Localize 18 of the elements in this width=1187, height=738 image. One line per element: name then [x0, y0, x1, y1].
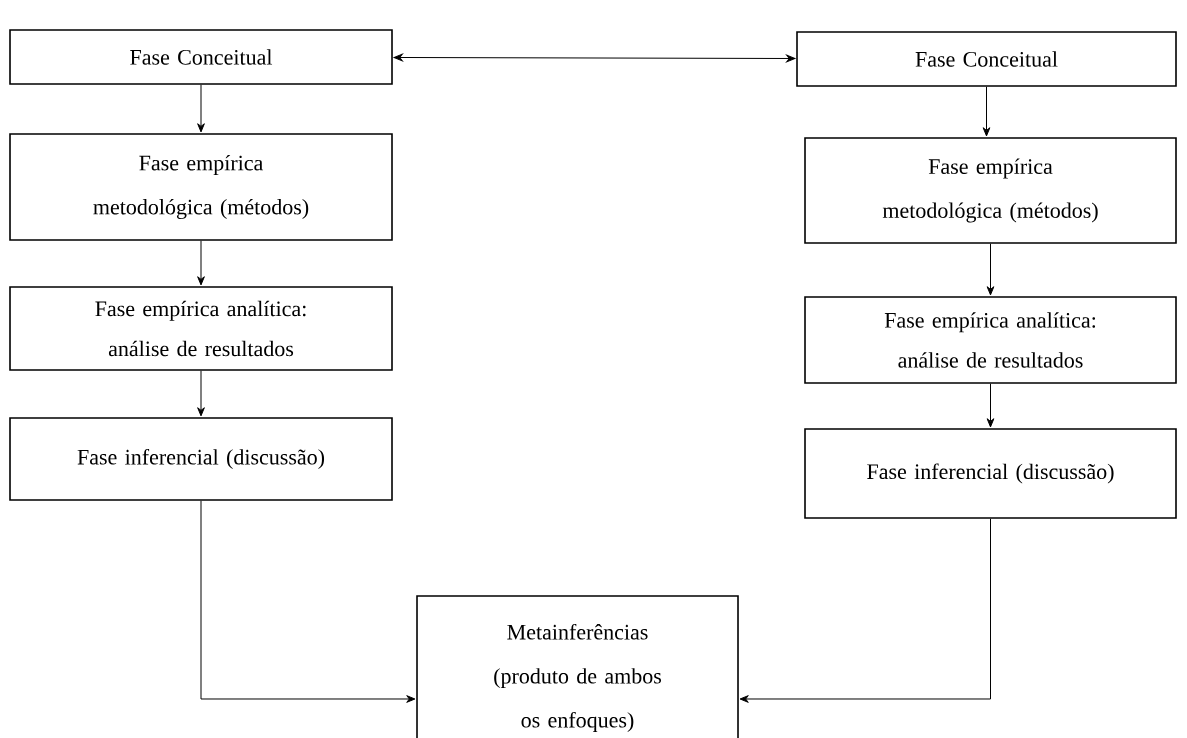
- arrow: [197, 84, 205, 133]
- arrow: [197, 240, 205, 286]
- arrow: [982, 86, 991, 137]
- process-box: Fase inferencial (discussão): [9, 417, 393, 501]
- arrow: [197, 370, 205, 417]
- process-box: Fase empírica metodológica (métodos): [9, 133, 393, 241]
- arrow: [200, 500, 416, 703]
- process-box: Metainferências (produto de ambos os enfoques): [416, 595, 739, 738]
- process-box: Fase empírica metodológica (métodos): [804, 137, 1177, 244]
- arrow: [986, 383, 995, 428]
- arrow: [393, 53, 796, 63]
- process-box: Fase Conceitual: [9, 29, 393, 85]
- process-box: Fase inferencial (discussão): [804, 428, 1177, 519]
- process-box: Fase empírica analítica: análise de resultados: [9, 286, 393, 371]
- process-box: Fase empírica analítica: análise de resultados: [804, 296, 1177, 384]
- arrow: [739, 518, 991, 703]
- process-box: Fase Conceitual: [796, 31, 1177, 87]
- arrow: [986, 243, 995, 296]
